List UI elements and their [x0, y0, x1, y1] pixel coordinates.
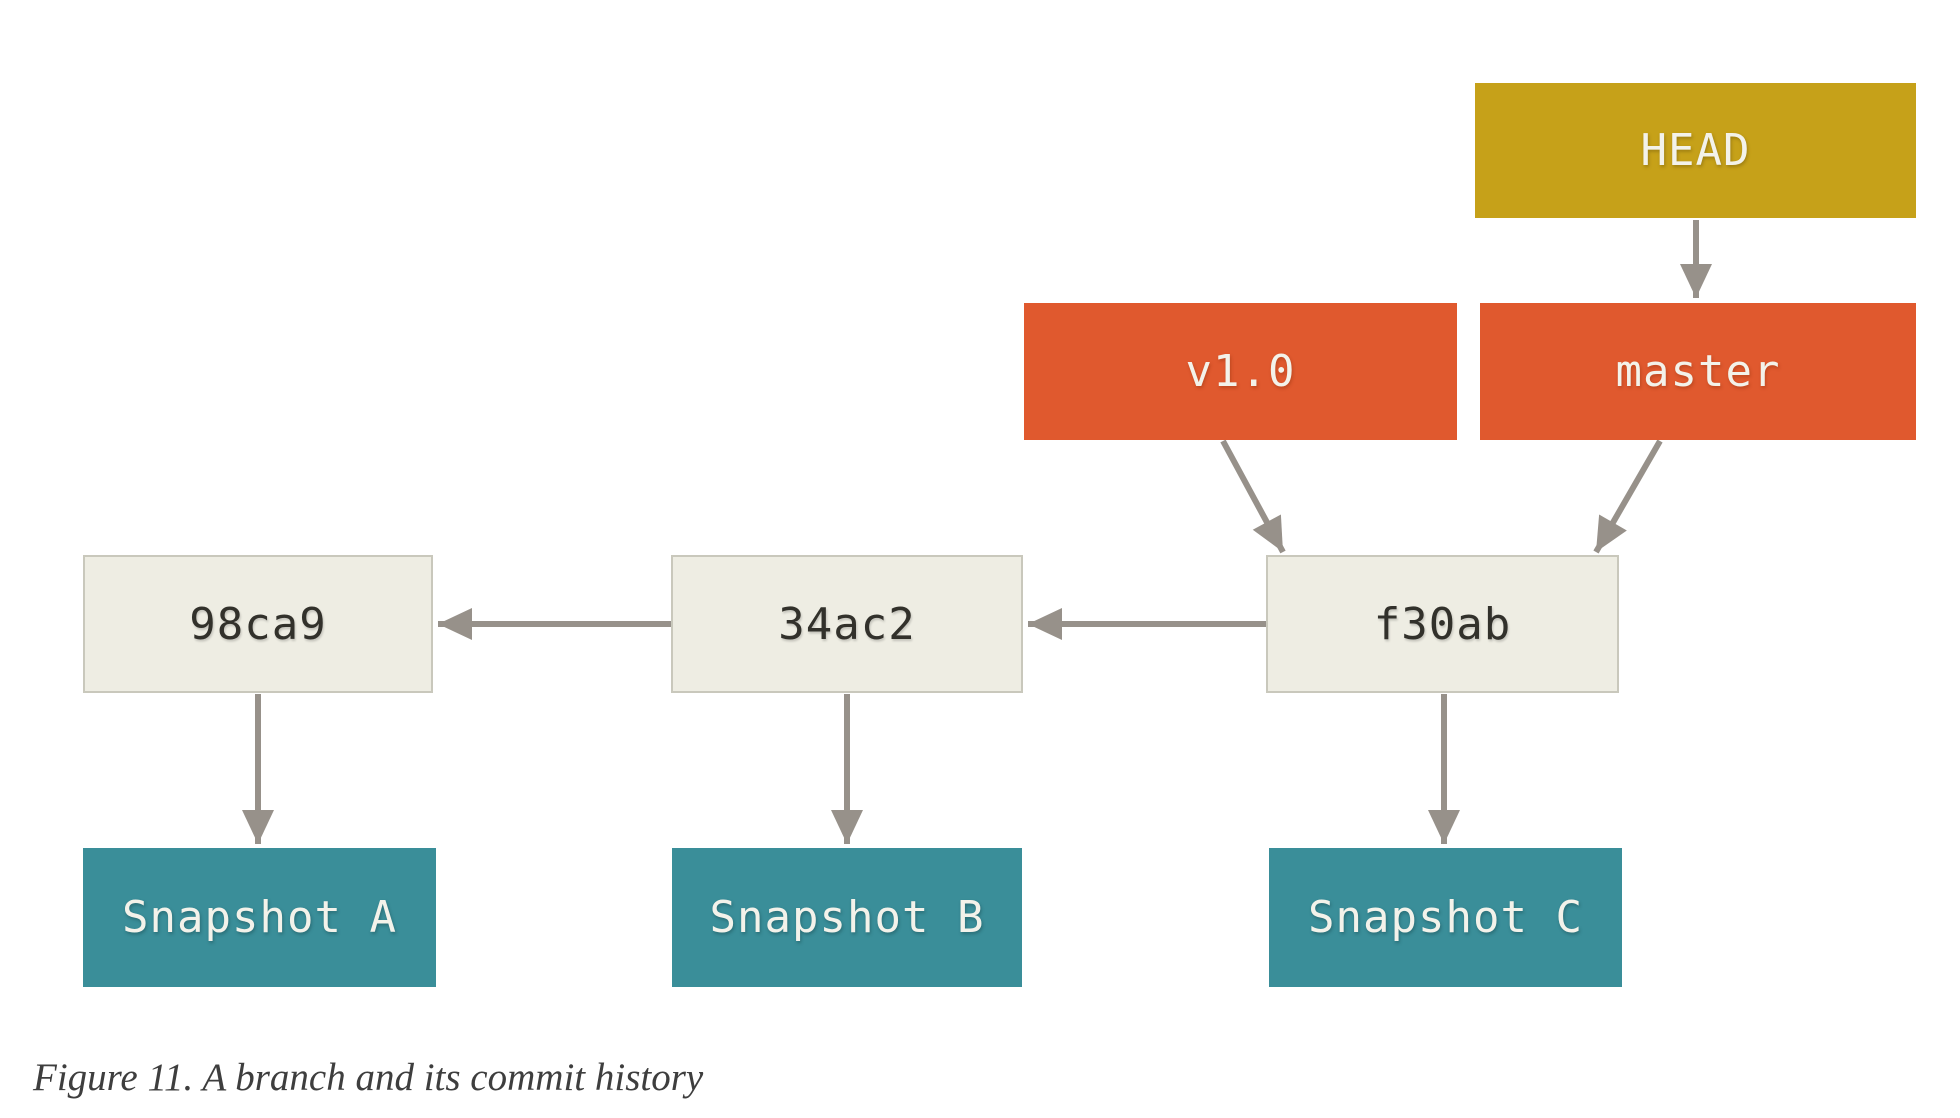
branch-master-box: master [1480, 303, 1916, 440]
snapshot-c-box: Snapshot C [1269, 848, 1622, 987]
commit-f30ab-box: f30ab [1266, 555, 1619, 693]
head-pointer-box: HEAD [1475, 83, 1916, 218]
snapshot-b-box: Snapshot B [672, 848, 1022, 987]
snapshot-a-box: Snapshot A [83, 848, 436, 987]
commit-34ac2-box: 34ac2 [671, 555, 1023, 693]
tag-v1-0-box: v1.0 [1024, 303, 1457, 440]
arrow-master-to-f30ab-icon [1593, 439, 1663, 554]
figure-caption: Figure 11. A branch and its commit histo… [33, 1056, 704, 1099]
commit-98ca9-box: 98ca9 [83, 555, 433, 693]
arrow-v1-0-to-f30ab-icon [1220, 439, 1286, 554]
